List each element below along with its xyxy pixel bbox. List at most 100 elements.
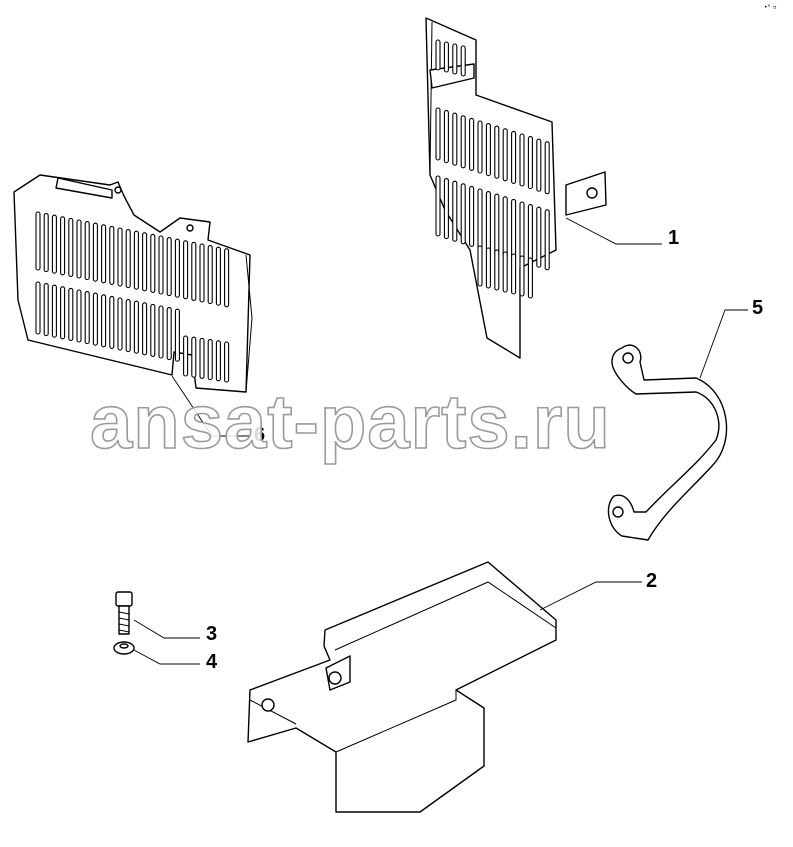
part-4-washer bbox=[113, 641, 135, 655]
vent-slot bbox=[536, 138, 542, 192]
leader-1 bbox=[565, 217, 662, 245]
vent-slot bbox=[174, 308, 180, 362]
callout-2: 2 bbox=[646, 570, 657, 592]
vent-slot bbox=[443, 110, 449, 164]
vent-slot bbox=[485, 191, 491, 253]
vent-slot bbox=[51, 284, 57, 338]
vent-slot bbox=[133, 230, 139, 290]
vent-slot bbox=[92, 292, 98, 346]
vent-slot bbox=[544, 209, 550, 271]
vent-slot bbox=[84, 291, 90, 345]
vent-slot bbox=[511, 253, 517, 295]
vent-slot bbox=[452, 112, 458, 166]
vent-slot bbox=[469, 185, 475, 247]
vent-slot bbox=[224, 341, 230, 383]
vent-slot bbox=[199, 243, 205, 303]
vent-slot bbox=[502, 128, 508, 182]
vent-slot bbox=[443, 41, 449, 73]
part-6-grille-guard bbox=[13, 174, 253, 393]
vent-slot bbox=[224, 248, 230, 308]
vent-slot bbox=[68, 217, 74, 277]
leader-4 bbox=[133, 649, 200, 665]
vent-slot bbox=[43, 213, 49, 273]
vent-slot bbox=[460, 115, 466, 169]
vent-slot bbox=[519, 201, 525, 263]
vent-slot bbox=[460, 183, 466, 245]
leader-2 bbox=[539, 581, 642, 611]
vent-slot bbox=[150, 233, 156, 293]
vent-slot bbox=[452, 43, 458, 75]
vent-slot bbox=[485, 247, 491, 289]
vent-slot bbox=[166, 307, 172, 361]
vent-slot bbox=[469, 117, 475, 171]
vent-slot bbox=[43, 283, 49, 337]
part-5-strap bbox=[607, 344, 728, 541]
vent-slot bbox=[544, 141, 550, 195]
vent-slot bbox=[142, 232, 148, 292]
vent-slot bbox=[536, 206, 542, 268]
vent-slot bbox=[142, 302, 148, 356]
callout-4: 4 bbox=[206, 651, 218, 673]
vent-slot bbox=[485, 123, 491, 177]
vent-slot bbox=[150, 303, 156, 357]
leader-lines bbox=[133, 217, 748, 665]
watermark-text: ansat-parts.ru bbox=[90, 380, 611, 465]
vent-slot bbox=[527, 136, 533, 190]
vent-slot bbox=[191, 336, 197, 378]
vent-slot bbox=[117, 297, 123, 351]
vent-slot bbox=[511, 198, 517, 260]
vent-slot bbox=[76, 289, 82, 343]
vent-slot bbox=[215, 246, 221, 306]
vent-slot bbox=[125, 229, 131, 289]
vent-slot bbox=[452, 180, 458, 242]
vent-slot bbox=[519, 133, 525, 187]
vent-slot bbox=[527, 257, 533, 299]
vent-slot bbox=[92, 222, 98, 282]
vent-slot bbox=[502, 251, 508, 293]
vent-slot bbox=[158, 305, 164, 359]
vent-slot bbox=[109, 225, 115, 285]
vent-slot bbox=[101, 294, 107, 348]
vent-slot bbox=[117, 227, 123, 287]
vent-slot bbox=[460, 45, 466, 77]
leader-6 bbox=[171, 375, 250, 437]
leader-5 bbox=[699, 309, 748, 379]
callout-5: 5 bbox=[752, 297, 763, 319]
callout-1: 1 bbox=[668, 227, 679, 249]
vent-slot bbox=[166, 237, 172, 297]
vent-slot bbox=[519, 255, 525, 297]
vent-slot bbox=[494, 193, 500, 255]
vent-slot bbox=[109, 295, 115, 349]
vent-slot bbox=[435, 175, 441, 237]
vent-slot bbox=[215, 340, 221, 382]
vent-slot bbox=[199, 337, 205, 379]
vent-slot bbox=[60, 286, 66, 340]
vent-slot bbox=[183, 335, 189, 377]
leader-3 bbox=[133, 619, 200, 639]
vent-slot bbox=[477, 245, 483, 287]
vent-slot bbox=[207, 339, 213, 381]
part-2-bottom-shield bbox=[247, 561, 557, 813]
vent-slot bbox=[174, 238, 180, 298]
part-6-slots bbox=[35, 211, 230, 383]
vent-slot bbox=[477, 120, 483, 174]
callout-6: 6 bbox=[254, 424, 265, 446]
vent-slot bbox=[494, 125, 500, 179]
vent-slot bbox=[84, 221, 90, 281]
vent-slot bbox=[101, 224, 107, 284]
vent-slot bbox=[207, 245, 213, 305]
vent-slot bbox=[60, 216, 66, 276]
vent-slot bbox=[125, 299, 131, 353]
vent-slot bbox=[511, 130, 517, 184]
vent-slot bbox=[133, 300, 139, 354]
vent-slot bbox=[35, 211, 41, 271]
vent-slot bbox=[527, 204, 533, 266]
callout-3: 3 bbox=[206, 623, 217, 645]
vent-slot bbox=[76, 219, 82, 279]
vent-slot bbox=[51, 214, 57, 274]
vent-slot bbox=[502, 196, 508, 258]
vent-slot bbox=[494, 249, 500, 291]
vent-slot bbox=[191, 241, 197, 301]
vent-slot bbox=[443, 178, 449, 240]
